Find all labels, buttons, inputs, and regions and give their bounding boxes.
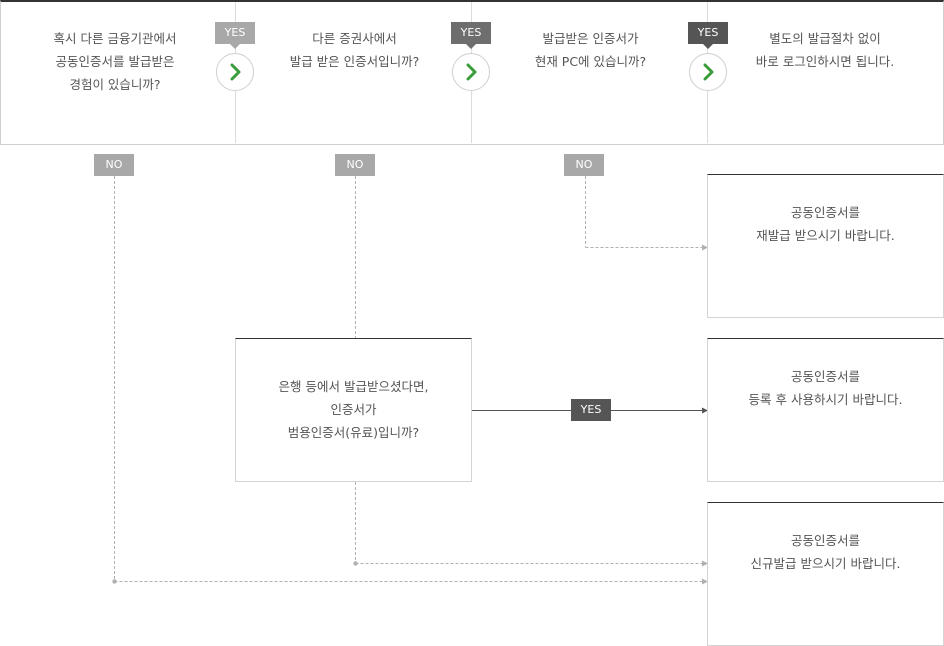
middle-question-box: 은행 등에서 발급받으셨다면, 인증서가 범용인증서(유료)입니까? — [235, 338, 472, 482]
no-tag: NO — [94, 154, 134, 176]
chevron-right-icon[interactable] — [452, 53, 490, 91]
question-2: 다른 증권사에서 발급 받은 인증서입니까? — [289, 31, 420, 69]
chevron-right-icon[interactable] — [689, 53, 727, 91]
result-register-box: 공동인증서를 등록 후 사용하시기 바랍니다. — [707, 338, 944, 482]
chevron-right-icon[interactable] — [216, 53, 254, 91]
yes-tag: YES — [451, 22, 491, 49]
yes-tag: YES — [688, 22, 728, 49]
login-directly-text: 별도의 발급절차 없이 바로 로그인하시면 됩니다. — [755, 31, 895, 69]
no-tag: NO — [335, 154, 375, 176]
result-reissue-box: 공동인증서를 재발급 받으시기 바랍니다. — [707, 174, 944, 318]
result-new-issue-box: 공동인증서를 신규발급 받으시기 바랍니다. — [707, 502, 944, 646]
no-tag: NO — [564, 154, 604, 176]
yes-tag: YES — [215, 22, 255, 49]
yes-tag: YES — [571, 399, 611, 421]
question-3: 발급받은 인증서가 현재 PC에 있습니까? — [534, 31, 647, 69]
question-1: 혹시 다른 금융기관에서 공동인증서를 발급받은 경험이 있습니까? — [53, 31, 177, 92]
